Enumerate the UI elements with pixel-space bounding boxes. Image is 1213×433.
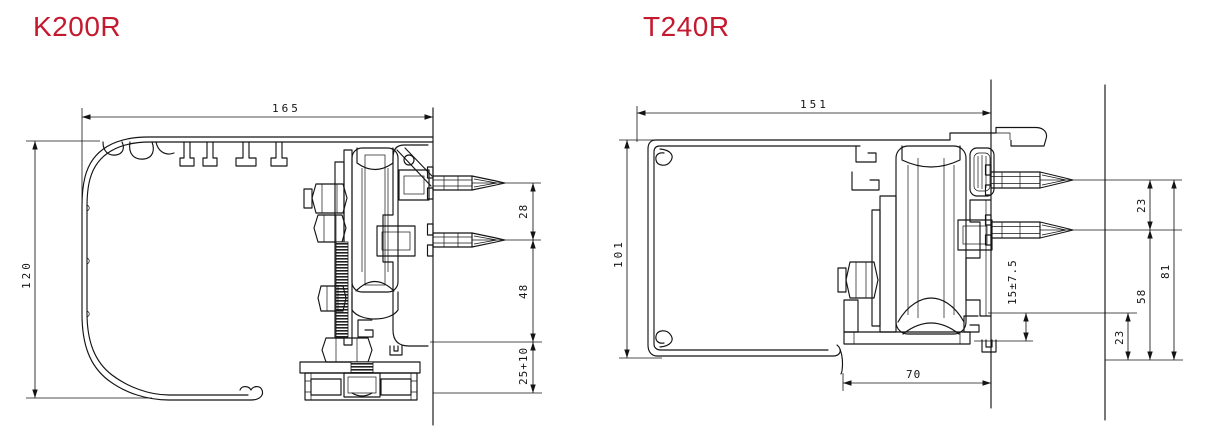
t240r-pulley bbox=[895, 145, 967, 335]
k200r-lock-nut bbox=[317, 285, 347, 312]
k200r-profile-outer bbox=[81, 136, 434, 401]
drawing-t240r: T240R bbox=[612, 11, 1183, 421]
k200r-top-slot-tabs bbox=[179, 141, 288, 167]
k200r-left-clip-details bbox=[86, 141, 175, 318]
t240r-top-hook bbox=[949, 126, 1048, 147]
drawing-title-k200r: K200R bbox=[33, 11, 121, 42]
k200r-upper-screw-boss bbox=[398, 169, 430, 201]
t240r-lower-boss-detail bbox=[962, 225, 988, 245]
t240r-dim-offset: 15±7.5 bbox=[1006, 259, 1019, 305]
k200r-dim-screw-gap: 28 bbox=[517, 204, 530, 219]
k200r-profile-inner bbox=[86, 141, 434, 396]
t240r-dim-bottom-width: 70 bbox=[906, 368, 921, 381]
k200r-end-curl bbox=[239, 386, 264, 401]
k200r-profile bbox=[81, 136, 434, 401]
t240r-roller-assembly bbox=[837, 145, 997, 353]
k200r-arm-foot-hook bbox=[357, 319, 374, 338]
k200r-lower-screw-boss bbox=[376, 225, 416, 257]
t240r-hex-bolt bbox=[837, 261, 879, 299]
k200r-pulley bbox=[351, 147, 399, 320]
k200r-hex-nuts bbox=[303, 183, 348, 243]
k200r-base-nut bbox=[321, 337, 373, 363]
t240r-dim-mid: 58 bbox=[1135, 289, 1148, 304]
t240r-dim-inner-gap: 23 bbox=[1113, 330, 1126, 345]
k200r-dim-width: 165 bbox=[272, 102, 301, 115]
t240r-bottom-step bbox=[829, 344, 844, 375]
k200r-corner-gusset bbox=[396, 147, 433, 187]
k200r-mounting-rail bbox=[299, 361, 421, 401]
t240r-dimensions: 151 101 70 15±7.5 23 58 81 23 bbox=[612, 98, 1183, 391]
k200r-dim-height: 120 bbox=[20, 260, 33, 289]
t240r-seal-block bbox=[969, 147, 995, 197]
k200r-arm-notch bbox=[389, 345, 403, 356]
t240r-profile bbox=[647, 126, 1048, 375]
drawing-title-t240r: T240R bbox=[643, 11, 730, 42]
t240r-bracket-plates bbox=[871, 195, 897, 333]
k200r-dimensions: 165 120 28 48 25+10 bbox=[20, 102, 542, 399]
t240r-profile-outer bbox=[647, 139, 951, 357]
t240r-arm-notch bbox=[981, 339, 997, 353]
k200r-dim-bottom: 25+10 bbox=[517, 347, 530, 385]
k200r-screw-bottom bbox=[426, 223, 541, 257]
t240r-top-hook-detail bbox=[996, 132, 1011, 140]
drawing-k200r: K200R bbox=[20, 11, 542, 426]
k200r-upper-boss-detail bbox=[403, 175, 425, 195]
t240r-support-arm bbox=[965, 199, 992, 317]
k200r-roller-assembly bbox=[299, 144, 433, 401]
k200r-lower-boss-detail bbox=[381, 231, 411, 251]
t240r-screw-bottom bbox=[984, 214, 1182, 246]
k200r-bolt-thread bbox=[350, 361, 374, 374]
t240r-dim-height: 101 bbox=[612, 239, 625, 268]
t240r-inner-hooks bbox=[851, 145, 880, 191]
t240r-dim-screw-gap: 23 bbox=[1135, 198, 1148, 213]
k200r-screw-top bbox=[426, 166, 541, 200]
k200r-support-arm bbox=[382, 144, 429, 347]
t240r-base-plate bbox=[843, 299, 971, 345]
t240r-corner-curls bbox=[655, 148, 673, 348]
t240r-profile-inner bbox=[653, 145, 861, 351]
t240r-dim-overall: 81 bbox=[1159, 264, 1172, 279]
t240r-dim-width: 151 bbox=[800, 98, 829, 111]
t240r-screw-top bbox=[984, 164, 1182, 196]
t240r-lower-screw-boss bbox=[957, 219, 993, 251]
t240r-arm-foot-hook bbox=[963, 315, 980, 333]
k200r-dim-mid: 48 bbox=[517, 284, 530, 299]
